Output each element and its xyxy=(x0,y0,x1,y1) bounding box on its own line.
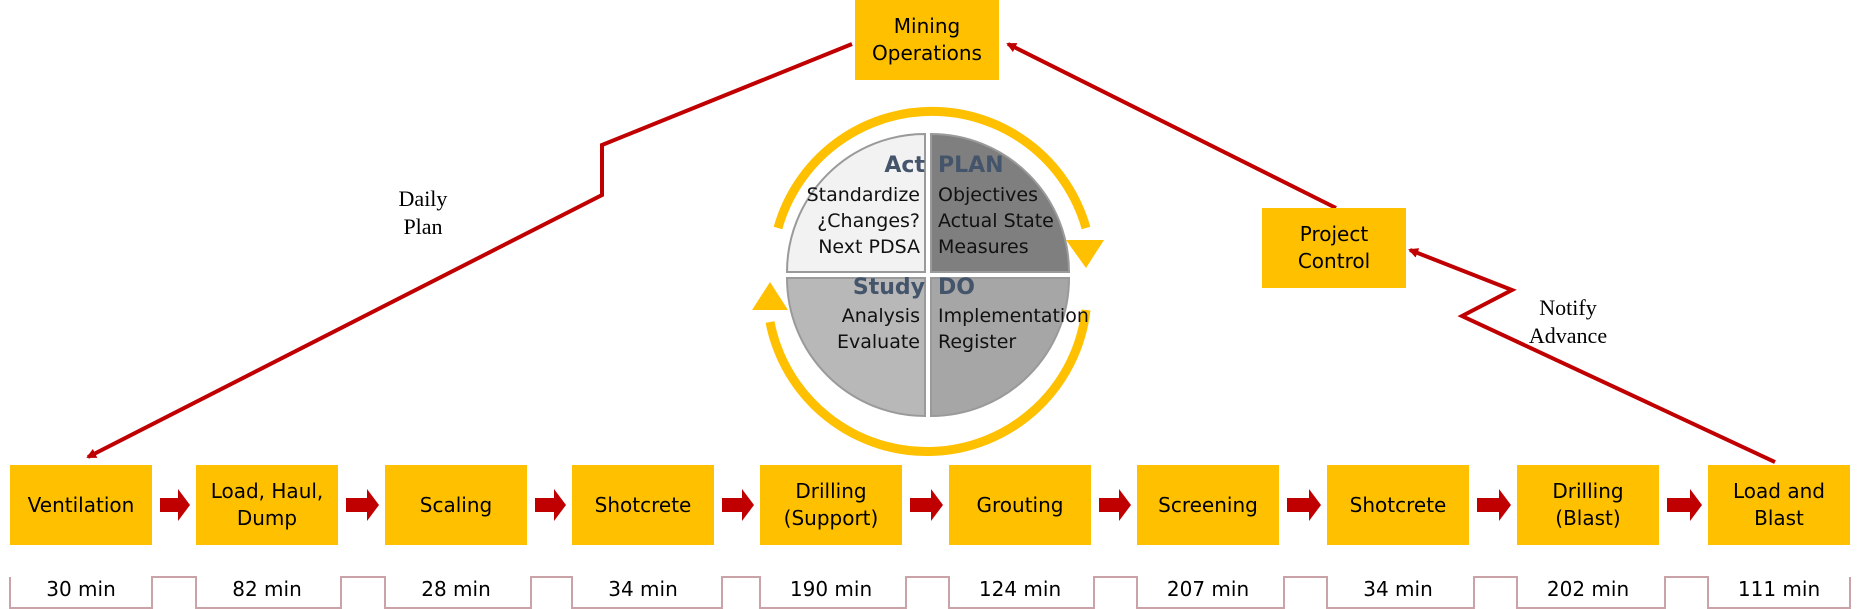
step-duration: 30 min xyxy=(46,577,116,601)
do-quadrant xyxy=(930,277,1071,418)
step-duration: 28 min xyxy=(421,577,491,601)
step-arrow xyxy=(1287,489,1321,521)
step-arrow xyxy=(1667,489,1702,521)
cycle-arc-top xyxy=(773,106,1091,230)
study-title: Study xyxy=(852,275,925,300)
timeline-line xyxy=(9,576,1851,609)
step-arrow xyxy=(910,489,943,521)
step-arrow xyxy=(722,489,754,521)
step-duration: 124 min xyxy=(978,577,1062,601)
step-arrow xyxy=(160,489,190,521)
step-arrow xyxy=(535,489,566,521)
cycle-arc-bottom xyxy=(765,309,1091,456)
step-box: Drilling (Support) xyxy=(760,465,902,545)
step-arrows xyxy=(160,489,1702,521)
step-box: Ventilation xyxy=(10,465,152,545)
step-duration: 34 min xyxy=(1363,577,1433,601)
notify-advance-arrow xyxy=(1408,248,1776,464)
step-box: Screening xyxy=(1137,465,1279,545)
act-items: Standardize ¿Changes? Next PDSA xyxy=(806,184,920,258)
step-duration: 82 min xyxy=(232,577,302,601)
step-box: Load, Haul, Dump xyxy=(196,465,338,545)
daily-plan-arrow xyxy=(86,42,853,459)
cycle-arrowhead-bottom xyxy=(752,282,788,310)
step-box: Drilling (Blast) xyxy=(1517,465,1659,545)
step-box: Shotcrete xyxy=(1327,465,1469,545)
study-quadrant xyxy=(785,277,926,418)
cycle-arrowhead-top xyxy=(1066,240,1104,268)
act-title: Act xyxy=(884,153,925,178)
project-to-mining-arrow xyxy=(1006,42,1337,210)
plan-items: Objectives Actual State Measures xyxy=(938,184,1054,258)
do-title: DO xyxy=(938,275,975,300)
do-items: Implementation Register xyxy=(938,305,1089,353)
step-box: Shotcrete xyxy=(572,465,714,545)
plan-title: PLAN xyxy=(938,153,1004,178)
step-box: Grouting xyxy=(949,465,1091,545)
step-duration: 34 min xyxy=(608,577,678,601)
daily-plan-label: Daily Plan xyxy=(398,186,448,239)
mining-operations-box: Mining Operations xyxy=(855,0,999,80)
step-duration: 190 min xyxy=(789,577,873,601)
notify-advance-label: Notify Advance xyxy=(1528,295,1608,348)
step-box: Scaling xyxy=(385,465,527,545)
step-duration: 202 min xyxy=(1546,577,1630,601)
project-control-box: Project Control xyxy=(1262,208,1406,288)
step-duration: 111 min xyxy=(1737,577,1821,601)
step-duration: 207 min xyxy=(1166,577,1250,601)
plan-quadrant xyxy=(930,132,1071,273)
step-arrow xyxy=(346,489,379,521)
act-quadrant xyxy=(785,132,926,273)
step-arrow xyxy=(1477,489,1511,521)
step-box: Load and Blast xyxy=(1708,465,1850,545)
study-items: Analysis Evaluate xyxy=(837,305,920,353)
step-arrow xyxy=(1099,489,1131,521)
